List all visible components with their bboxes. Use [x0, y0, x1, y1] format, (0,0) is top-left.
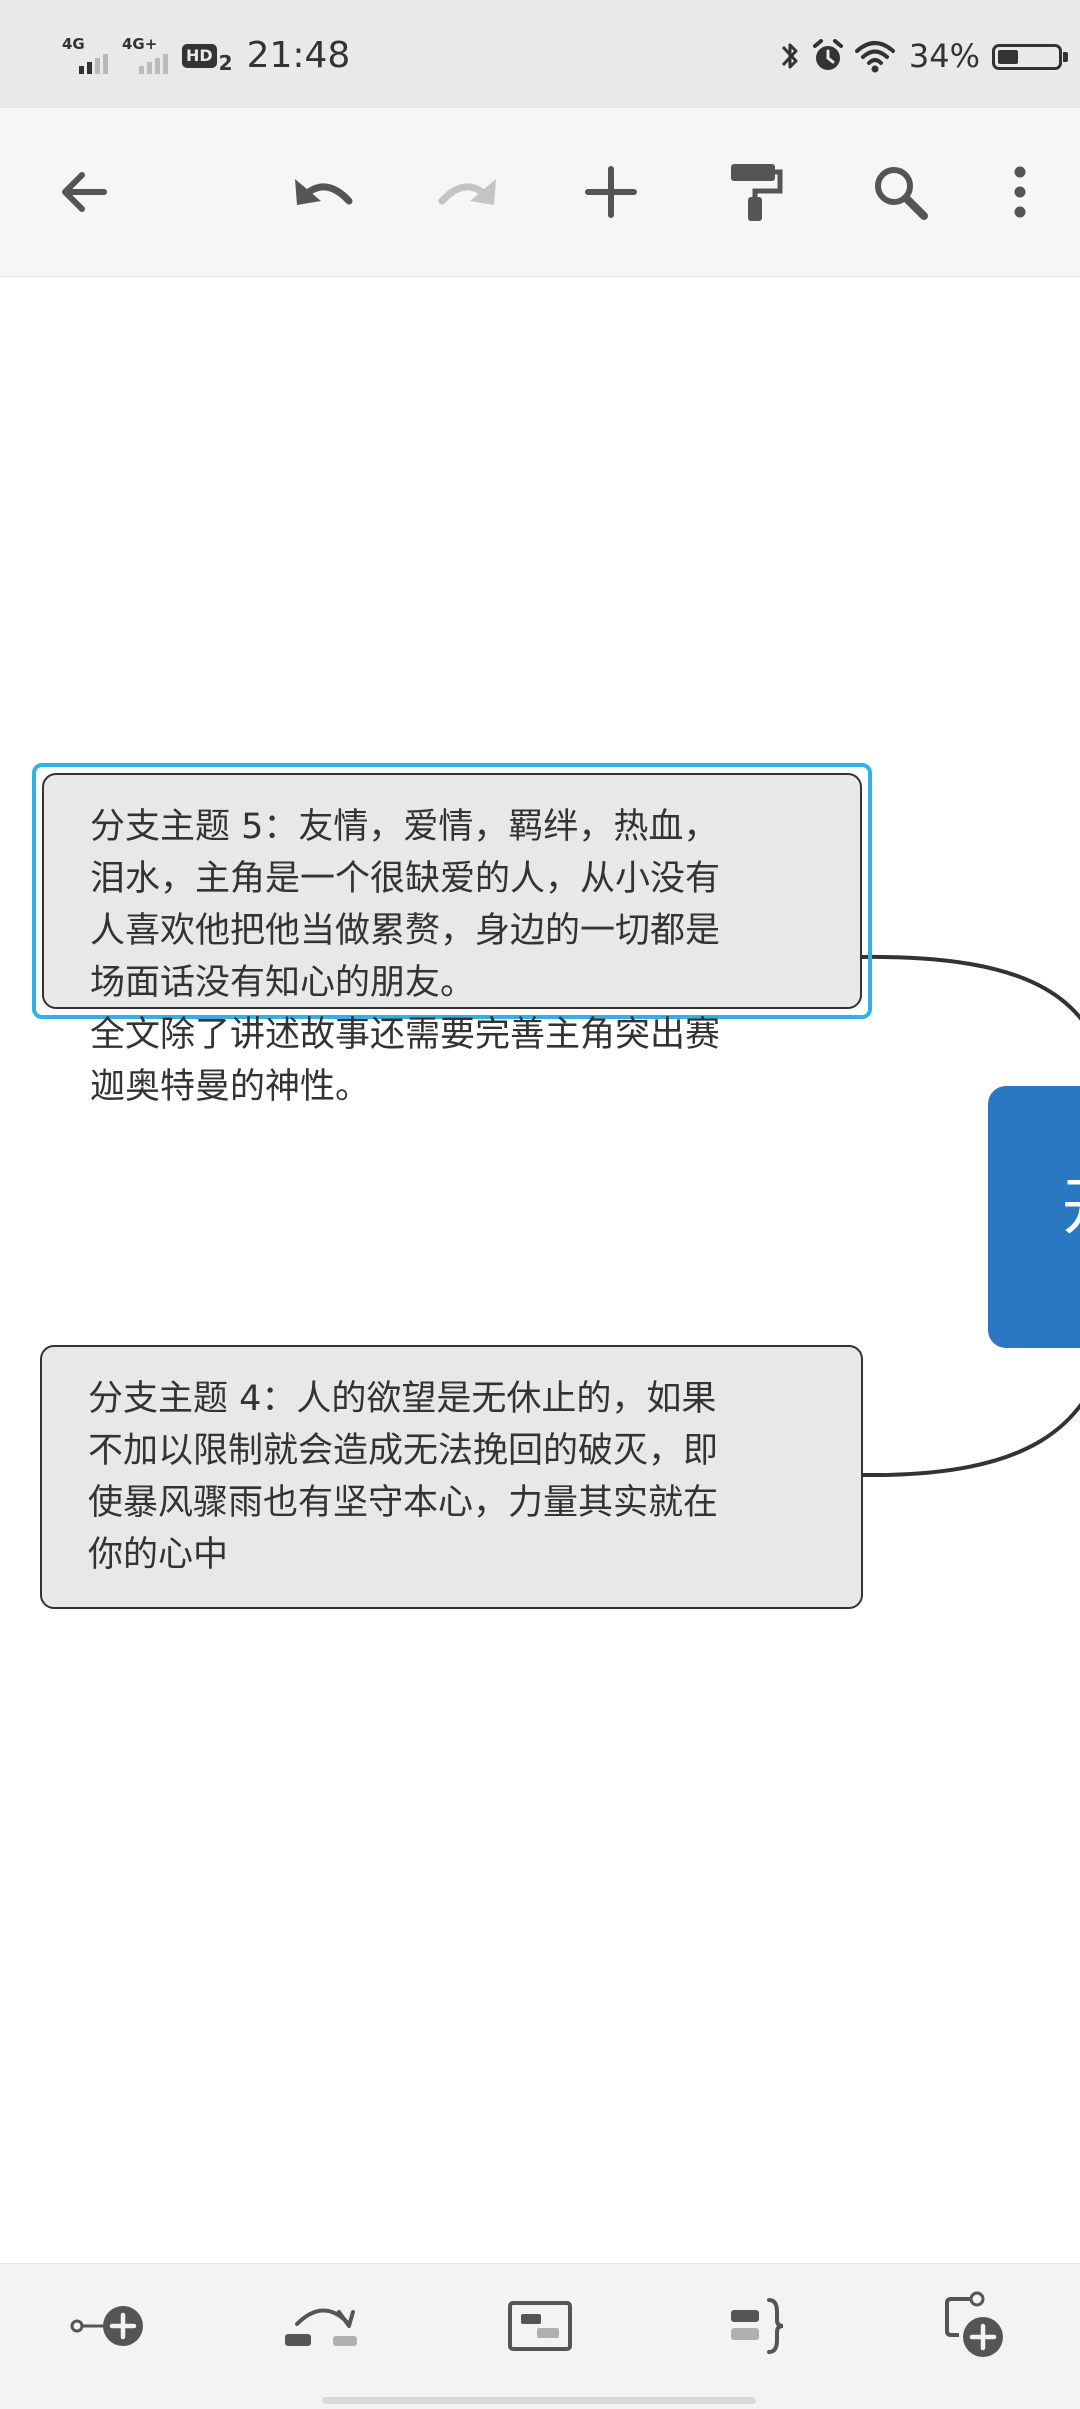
status-bar: 4G 4G+ HD 2 21:48 [0, 0, 1080, 108]
format-painter-button[interactable] [706, 142, 806, 242]
battery-tip [1063, 52, 1068, 62]
network-type-2: 4G+ [122, 35, 158, 53]
back-button[interactable] [34, 142, 134, 242]
add-subtopic-icon [70, 2306, 143, 2346]
boundary-icon [508, 2301, 572, 2351]
battery-percent: 34% [908, 37, 980, 75]
redo-icon [438, 179, 496, 205]
boundary-button[interactable] [490, 2286, 590, 2366]
search-button[interactable] [850, 142, 950, 242]
central-topic-label: 开 [1062, 1172, 1080, 1242]
battery-level-fill [998, 50, 1018, 64]
hd-label: HD [182, 44, 217, 68]
undo-button[interactable] [274, 142, 374, 242]
add-icon [585, 166, 637, 218]
redo-button[interactable] [417, 142, 517, 242]
mindmap-canvas[interactable]: 分支主题 5：友情，爱情，羁绊，热血， 泪水，主角是一个很缺爱的人，从小没有 人… [0, 277, 1080, 2263]
wifi-icon [854, 41, 895, 73]
cellular-signal-1-icon: 4G [62, 34, 108, 78]
topic-connectors [861, 954, 1080, 1478]
selection-outline [32, 763, 872, 1019]
relationship-button[interactable] [273, 2286, 373, 2366]
status-left: 4G 4G+ HD 2 21:48 [62, 34, 350, 78]
network-type-1: 4G [62, 35, 85, 53]
undo-icon [295, 179, 353, 205]
hd-voice-icon: HD 2 [182, 34, 233, 78]
relationship-icon [285, 2308, 357, 2346]
cellular-signal-2-icon: 4G+ [122, 34, 168, 78]
bluetooth-icon [781, 43, 798, 69]
connector-topic-4 [861, 1402, 1080, 1478]
more-vert-icon [1014, 166, 1026, 218]
format-painter-icon [731, 164, 783, 221]
battery-icon [992, 44, 1062, 70]
bottom-toolbar [0, 2263, 1080, 2409]
status-right: 34% [779, 34, 980, 78]
connector-topic-5 [861, 954, 1080, 1021]
summary-button[interactable] [706, 2286, 806, 2366]
add-topic-button[interactable] [561, 142, 661, 242]
alarm-icon [812, 39, 843, 70]
status-time: 21:48 [246, 35, 351, 76]
subtopic-5[interactable]: 分支主题 5：友情，爱情，羁绊，热血， 泪水，主角是一个很缺爱的人，从小没有 人… [42, 773, 862, 1107]
hd-sub-label: 2 [218, 51, 233, 75]
subtopic-4[interactable]: 分支主题 4：人的欲望是无休止的，如果 不加以限制就会造成无法挽回的破灭，即 使… [40, 1345, 863, 1609]
top-toolbar [0, 108, 1080, 277]
central-topic[interactable]: 开 [988, 1086, 1080, 1348]
home-indicator[interactable] [322, 2397, 756, 2404]
add-subtopic-button[interactable] [58, 2286, 158, 2366]
back-arrow-icon [62, 172, 107, 212]
summary-icon [731, 2298, 784, 2354]
add-floating-topic-icon [945, 2291, 1003, 2357]
search-icon [875, 167, 928, 220]
add-floating-topic-button[interactable] [924, 2286, 1024, 2366]
more-options-button[interactable] [970, 142, 1070, 242]
